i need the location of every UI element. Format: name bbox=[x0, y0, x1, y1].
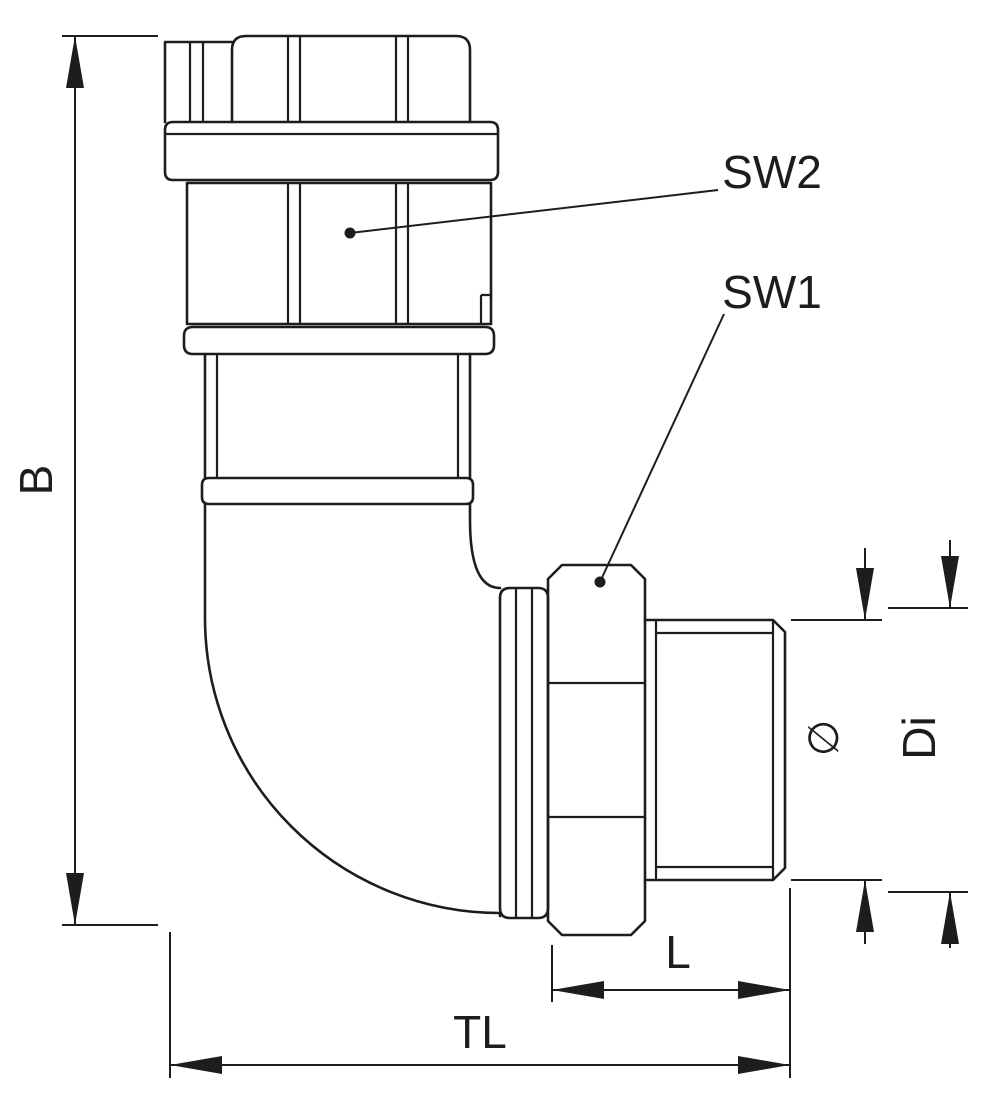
label-tl: TL bbox=[453, 1006, 507, 1058]
leader-line bbox=[349, 189, 719, 234]
cap-top bbox=[163, 34, 472, 124]
arrowhead-left bbox=[552, 981, 604, 999]
hex-nut-sw1 bbox=[546, 563, 647, 937]
arrowhead-up bbox=[856, 880, 874, 932]
arrowhead-up bbox=[941, 892, 959, 944]
hex-nut-sw2 bbox=[185, 181, 493, 326]
cap-body bbox=[230, 34, 472, 124]
cap-left-section bbox=[163, 40, 234, 124]
threaded-end bbox=[643, 618, 787, 882]
label-sw1: SW1 bbox=[722, 266, 822, 318]
washer-ring bbox=[182, 325, 496, 356]
thread-outline bbox=[643, 618, 787, 882]
arrowhead-up bbox=[66, 36, 84, 88]
label-l: L bbox=[665, 926, 691, 978]
dimension-l: L bbox=[551, 926, 790, 1002]
hex-step bbox=[479, 293, 491, 324]
hex-outline bbox=[185, 181, 493, 326]
arrowhead-down bbox=[941, 556, 959, 608]
dimension-diameter: ∅ bbox=[791, 548, 882, 944]
flange-outline bbox=[163, 120, 500, 182]
body-cylinder bbox=[200, 352, 475, 506]
gasket-outline bbox=[498, 586, 550, 920]
arrowhead-right bbox=[738, 1056, 790, 1074]
arrowhead-down bbox=[856, 568, 874, 620]
callout-sw2: SW2 bbox=[344, 146, 822, 239]
label-di: Di bbox=[893, 716, 945, 759]
label-sw2: SW2 bbox=[722, 146, 822, 198]
arrowhead-left bbox=[170, 1056, 222, 1074]
hex-outline bbox=[546, 563, 647, 937]
elbow-inner-curve bbox=[468, 502, 502, 590]
arrowhead-right bbox=[738, 981, 790, 999]
body-collar bbox=[200, 476, 475, 506]
arrowhead-down bbox=[66, 873, 84, 925]
leader-line bbox=[599, 313, 725, 583]
elbow-bend bbox=[203, 502, 502, 918]
label-diameter: ∅ bbox=[800, 720, 847, 757]
dimension-di: Di bbox=[888, 540, 968, 948]
gasket-stack bbox=[498, 586, 550, 920]
elbow-outer-curve bbox=[203, 502, 502, 918]
cap-flange bbox=[163, 120, 500, 182]
label-b: B bbox=[10, 465, 62, 496]
fitting-outline bbox=[163, 34, 787, 937]
dimension-tl: TL bbox=[169, 888, 791, 1078]
dimension-b: B bbox=[10, 35, 158, 926]
callout-sw1: SW1 bbox=[594, 266, 822, 588]
